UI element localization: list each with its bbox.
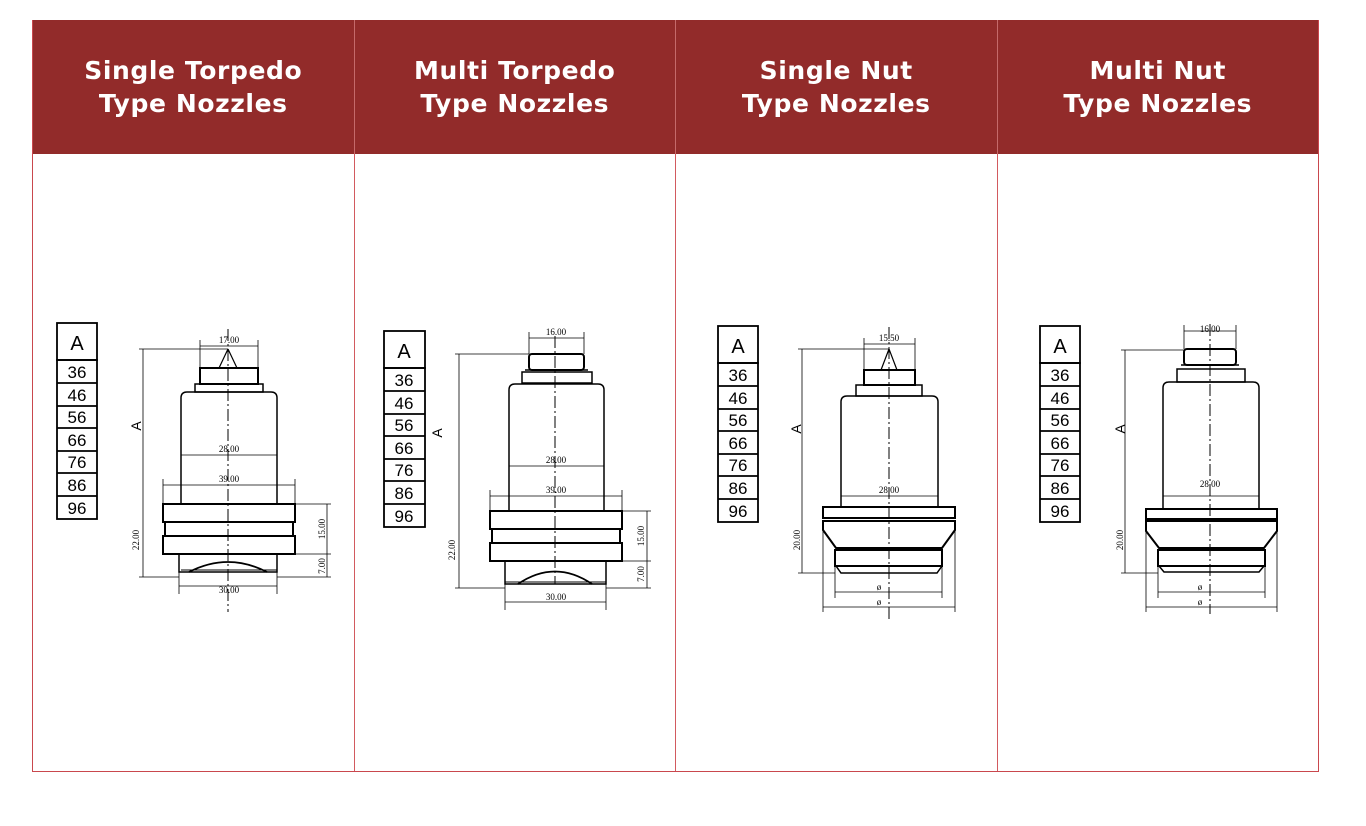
table-value: 36	[394, 371, 413, 390]
table-value: 76	[729, 456, 748, 475]
a-size-table	[1038, 325, 1081, 523]
table-value: 86	[1050, 479, 1069, 498]
nozzle-outline	[1144, 324, 1278, 614]
dim-a-label: A	[128, 421, 144, 431]
table-value: 66	[729, 434, 748, 453]
header-line-1: Single Nut	[759, 56, 913, 85]
header-line-2: Type Nozzles	[741, 89, 931, 118]
column-multi-nut: Multi Nut Type Nozzles A 36 46 56 66 76 …	[996, 20, 1319, 771]
dim-diameter-outer: ø	[1197, 597, 1202, 607]
table-value: 76	[394, 461, 413, 480]
table-header: A	[70, 333, 84, 355]
table-value: 46	[68, 386, 87, 405]
dim-body: 28.00	[219, 444, 240, 454]
header-line-1: Multi Nut	[1089, 56, 1227, 85]
dimension-lines	[1120, 325, 1277, 612]
multi-torpedo-drawing: A 36 46 56 66 76 86 96	[382, 327, 651, 610]
table-value: 56	[394, 416, 413, 435]
dim-body: 28.00	[879, 485, 900, 495]
dimension-lines	[139, 340, 331, 594]
dimension-lines	[798, 338, 956, 612]
dim-flange-height: 15.00	[636, 525, 646, 546]
column-header: Multi Nut Type Nozzles	[996, 20, 1318, 154]
table-value: 46	[1050, 389, 1069, 408]
table-value: 56	[68, 408, 87, 427]
column-multi-torpedo: Multi Torpedo Type Nozzles A 36 46 56 66…	[353, 20, 676, 771]
dim-diameter-outer: ø	[877, 597, 882, 607]
dim-diameter-inner: ø	[877, 582, 882, 592]
multi-nut-drawing: A 36 46 56 66 76 86 96	[1038, 324, 1278, 614]
dim-top: 17.00	[219, 335, 240, 345]
column-drawing-area: A 36 46 56 66 76 86 96	[998, 154, 1319, 771]
dim-top: 16.00	[1199, 324, 1220, 334]
dim-bottom: 30.00	[219, 585, 240, 595]
table-value: 66	[394, 439, 413, 458]
dim-top: 16.00	[545, 327, 566, 337]
dim-diameter-inner: ø	[1197, 582, 1202, 592]
table-value: 36	[729, 366, 748, 385]
dim-body: 28.00	[1199, 479, 1220, 489]
dim-height: 22.00	[447, 539, 457, 560]
dim-height: 20.00	[792, 529, 802, 550]
nozzle-outline	[162, 329, 296, 612]
table-value: 96	[394, 507, 413, 526]
column-header: Single Nut Type Nozzles	[675, 20, 997, 154]
header-line-1: Multi Torpedo	[414, 56, 616, 85]
dim-a-label: A	[1112, 424, 1128, 434]
nozzle-outline	[488, 336, 623, 585]
a-size-table	[56, 322, 98, 520]
table-value: 56	[729, 411, 748, 430]
column-drawing-area: A 36 46 56 66 76 86 96	[355, 154, 676, 771]
nozzle-types-grid: Single Torpedo Type Nozzles A 36 46 56 6…	[32, 20, 1319, 772]
table-value: 46	[394, 394, 413, 413]
column-drawing-area: A 36 46 56 66 76 86 96	[676, 154, 997, 771]
table-value: 46	[729, 389, 748, 408]
dim-a-label: A	[429, 428, 445, 438]
a-size-table	[717, 325, 759, 523]
column-single-nut: Single Nut Type Nozzles A 36 46 56 66 76…	[675, 20, 997, 771]
table-value: 96	[68, 499, 87, 518]
dim-flange: 39.00	[545, 485, 566, 495]
table-header: A	[397, 341, 411, 363]
table-value: 76	[68, 453, 87, 472]
table-value: 76	[1050, 456, 1069, 475]
dim-height: 20.00	[1115, 529, 1125, 550]
a-size-table	[382, 330, 426, 528]
table-value: 86	[68, 476, 87, 495]
table-value: 96	[729, 502, 748, 521]
dim-top: 15.50	[879, 333, 900, 343]
table-value: 36	[68, 363, 87, 382]
table-header: A	[1053, 336, 1067, 358]
single-nut-drawing: A 36 46 56 66 76 86 96	[717, 325, 956, 619]
table-value: 86	[729, 479, 748, 498]
dim-tip-height: 7.00	[317, 558, 327, 574]
dim-flange: 39.00	[219, 474, 240, 484]
header-line-2: Type Nozzles	[420, 89, 610, 118]
header-line-1: Single Torpedo	[84, 56, 303, 85]
column-header: Single Torpedo Type Nozzles	[33, 20, 354, 154]
dim-height: 22.00	[131, 529, 141, 550]
dim-tip-height: 7.00	[636, 566, 646, 582]
dim-body: 28.00	[545, 455, 566, 465]
dim-flange-height: 15.00	[317, 518, 327, 539]
table-header: A	[731, 336, 745, 358]
dim-bottom: 30.00	[545, 592, 566, 602]
table-value: 66	[1050, 434, 1069, 453]
header-line-2: Type Nozzles	[1063, 89, 1253, 118]
table-value: 86	[394, 484, 413, 503]
single-torpedo-drawing: A 36 46 56 66 76 86 96	[56, 322, 331, 612]
table-value: 66	[68, 431, 87, 450]
table-value: 56	[1050, 411, 1069, 430]
table-value: 36	[1050, 366, 1069, 385]
column-single-torpedo: Single Torpedo Type Nozzles A 36 46 56 6…	[33, 20, 354, 771]
nozzle-outline	[822, 327, 956, 619]
table-value: 96	[1050, 502, 1069, 521]
header-line-2: Type Nozzles	[98, 89, 288, 118]
dim-a-label: A	[788, 424, 804, 434]
dimension-lines	[454, 332, 651, 610]
column-header: Multi Torpedo Type Nozzles	[353, 20, 675, 154]
column-drawing-area: A 36 46 56 66 76 86 96	[33, 154, 354, 771]
